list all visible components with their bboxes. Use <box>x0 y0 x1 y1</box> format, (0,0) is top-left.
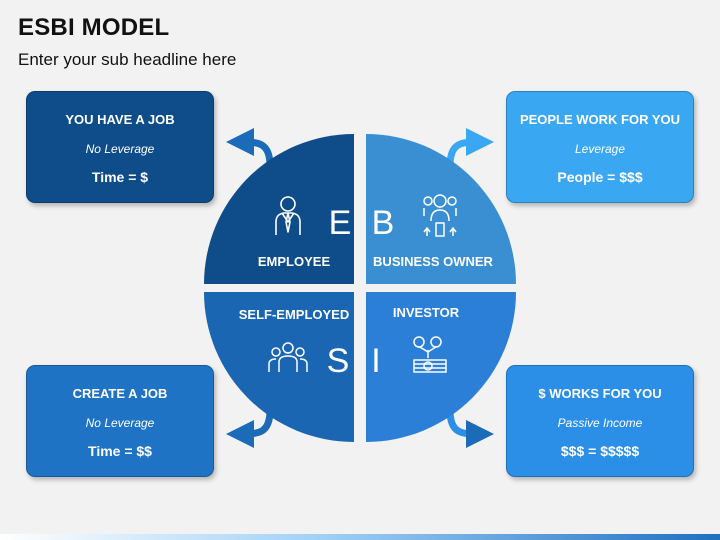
card-title: $ WORKS FOR YOU <box>538 386 662 401</box>
card-subtitle: Passive Income <box>557 416 643 430</box>
quadrant-business-owner <box>366 134 516 284</box>
card-money-works-for-you: $ WORKS FOR YOU Passive Income $$$ = $$$… <box>506 365 694 477</box>
card-value: $$$ = $$$$$ <box>560 443 640 459</box>
card-title: PEOPLE WORK FOR YOU <box>519 112 681 127</box>
card-subtitle: Leverage <box>574 142 626 156</box>
bottom-accent-bar <box>0 534 720 540</box>
card-value: Time = $$ <box>88 443 152 459</box>
card-you-have-a-job: YOU HAVE A JOB No Leverage Time = $ <box>26 91 214 203</box>
card-people-work-for-you: PEOPLE WORK FOR YOU Leverage People = $$… <box>506 91 694 203</box>
letter-e: E <box>329 204 352 242</box>
card-subtitle: No Leverage <box>85 416 155 430</box>
label-business-owner: BUSINESS OWNER <box>373 254 494 269</box>
letter-s: S <box>327 342 350 380</box>
arrow-bottom-left <box>226 409 274 448</box>
card-value: People = $$$ <box>557 169 643 185</box>
business-owner-icon <box>423 194 457 237</box>
arrow-top-right <box>446 128 494 167</box>
card-value: Time = $ <box>91 169 149 185</box>
card-subtitle: No Leverage <box>85 142 155 156</box>
quadrant-employee <box>204 134 354 284</box>
letter-i: I <box>371 342 380 380</box>
arrow-bottom-right <box>446 409 494 448</box>
arrow-top-left <box>226 128 274 167</box>
employee-icon <box>275 196 301 235</box>
card-title: YOU HAVE A JOB <box>65 112 175 127</box>
page-subtitle: Enter your sub headline here <box>18 50 237 69</box>
team-icon <box>268 342 308 372</box>
card-title: CREATE A JOB <box>72 386 168 401</box>
label-self-employed: SELF-EMPLOYED <box>239 307 350 322</box>
page-title: ESBI MODEL <box>18 14 170 41</box>
letter-b: B <box>372 204 395 242</box>
label-employee: EMPLOYEE <box>258 254 331 269</box>
money-plant-icon <box>413 336 447 373</box>
quadrant-investor <box>366 292 516 442</box>
label-investor: INVESTOR <box>393 305 460 320</box>
card-create-a-job: CREATE A JOB No Leverage Time = $$ <box>26 365 214 477</box>
